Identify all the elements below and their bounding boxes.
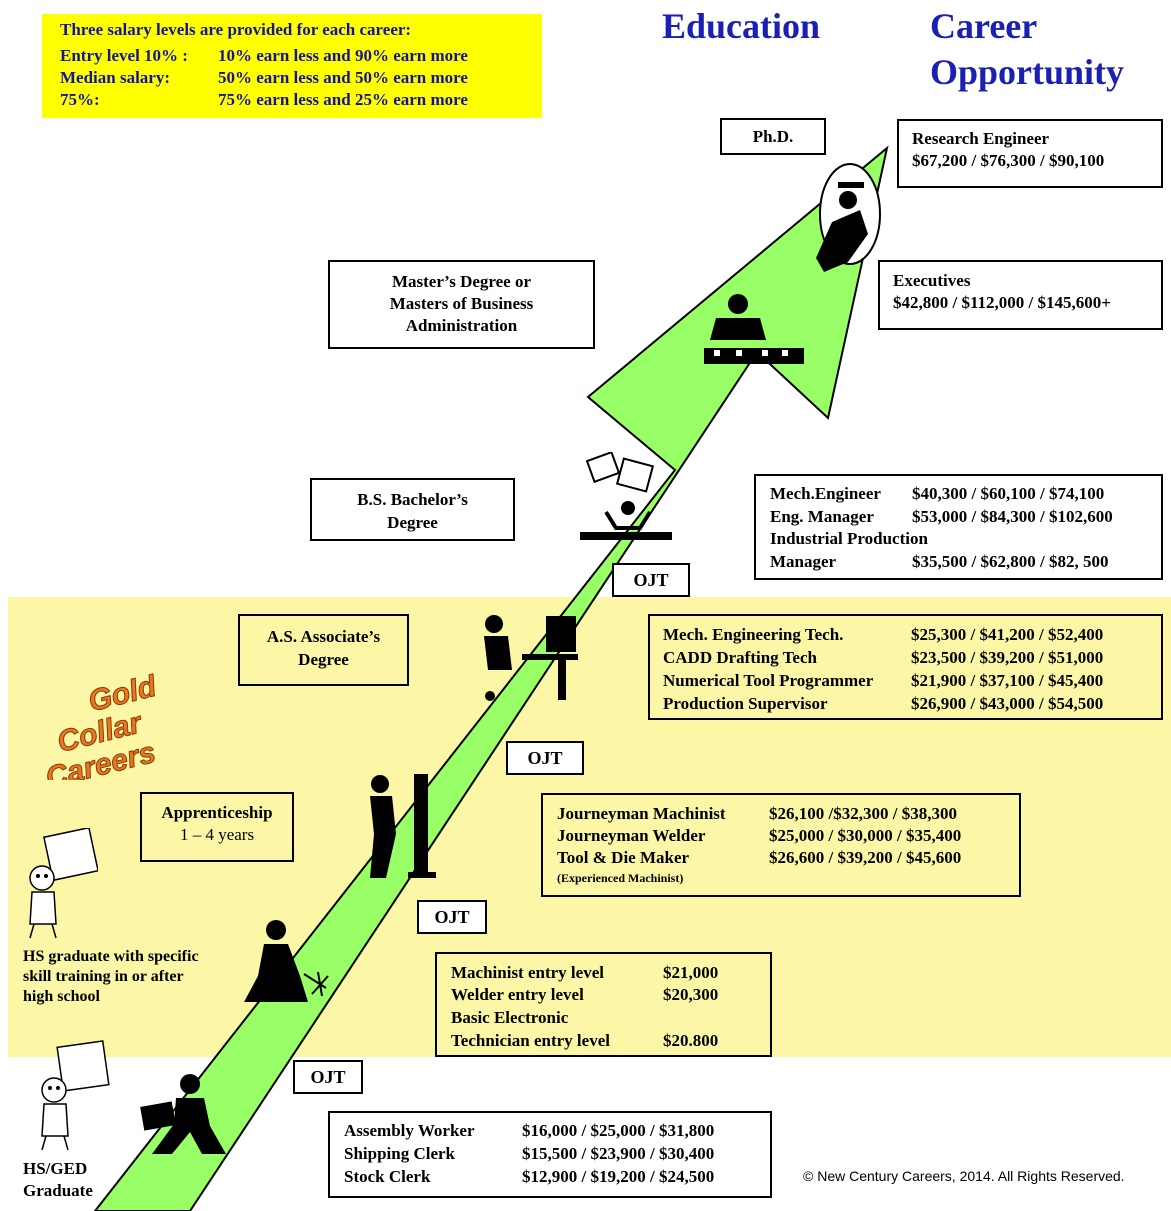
sign-kid-icon — [41, 1040, 110, 1151]
sign-kid-icon — [29, 828, 98, 939]
hs-skill-caption: HS graduate with specific skill training… — [23, 948, 199, 1005]
entry-jobs-box: Assembly Worker $16,000 / $25,000 / $31,… — [328, 1111, 772, 1198]
technician-careers-box: Mech. Engineering Tech. $25,300 / $41,20… — [648, 614, 1163, 720]
career-header-line1: Career — [930, 6, 1038, 46]
gold-collar-careers-logo: Gold Collar Careers — [42, 669, 161, 780]
legend-title: Three salary levels are provided for eac… — [60, 20, 412, 39]
ojt-label: OJT — [417, 900, 487, 934]
welder-icon — [370, 774, 436, 878]
ojt-label: OJT — [293, 1060, 363, 1094]
journeyman-careers-box: Journeyman Machinist $26,100 /$32,300 / … — [541, 793, 1021, 897]
hs-ged-caption: HS/GED Graduate — [23, 1159, 93, 1200]
graduate-icon — [816, 163, 881, 272]
engineering-careers-box: Mech.Engineer $40,300 / $60,100 / $74,10… — [754, 474, 1163, 580]
ojt-label: OJT — [612, 563, 690, 597]
research-engineer-box: Research Engineer $67,200 / $76,300 / $9… — [897, 119, 1163, 188]
legend-row: Entry level 10% :10% earn less and 90% e… — [60, 46, 468, 65]
masters-box: Master’s Degree or Masters of Business A… — [328, 260, 595, 349]
apprenticeship-box: Apprenticeship 1 – 4 years — [140, 792, 294, 862]
phd-box: Ph.D. — [720, 118, 826, 155]
bachelors-box: B.S. Bachelor’s Degree — [310, 478, 515, 541]
shipping-worker-icon — [140, 1074, 226, 1154]
engineer-icon — [580, 452, 672, 540]
legend-row: Median salary:50% earn less and 50% earn… — [60, 68, 468, 87]
ojt-label: OJT — [506, 741, 584, 775]
executives-box: Executives $42,800 / $112,000 / $145,600… — [878, 260, 1163, 330]
salary-legend: Three salary levels are provided for eac… — [42, 14, 542, 118]
grinder-worker-icon — [244, 920, 329, 1002]
education-header: Education — [662, 6, 821, 46]
copyright-notice: © New Century Careers, 2014. All Rights … — [803, 1168, 1125, 1184]
career-header-line2: Opportunity — [930, 52, 1125, 92]
legend-row: 75%:75% earn less and 25% earn more — [60, 90, 468, 109]
entry-level-careers-box: Machinist entry level $21,000 Welder ent… — [435, 952, 772, 1057]
executive-icon — [704, 294, 804, 364]
drafter-icon — [484, 615, 578, 701]
associate-box: A.S. Associate’s Degree — [238, 614, 409, 686]
